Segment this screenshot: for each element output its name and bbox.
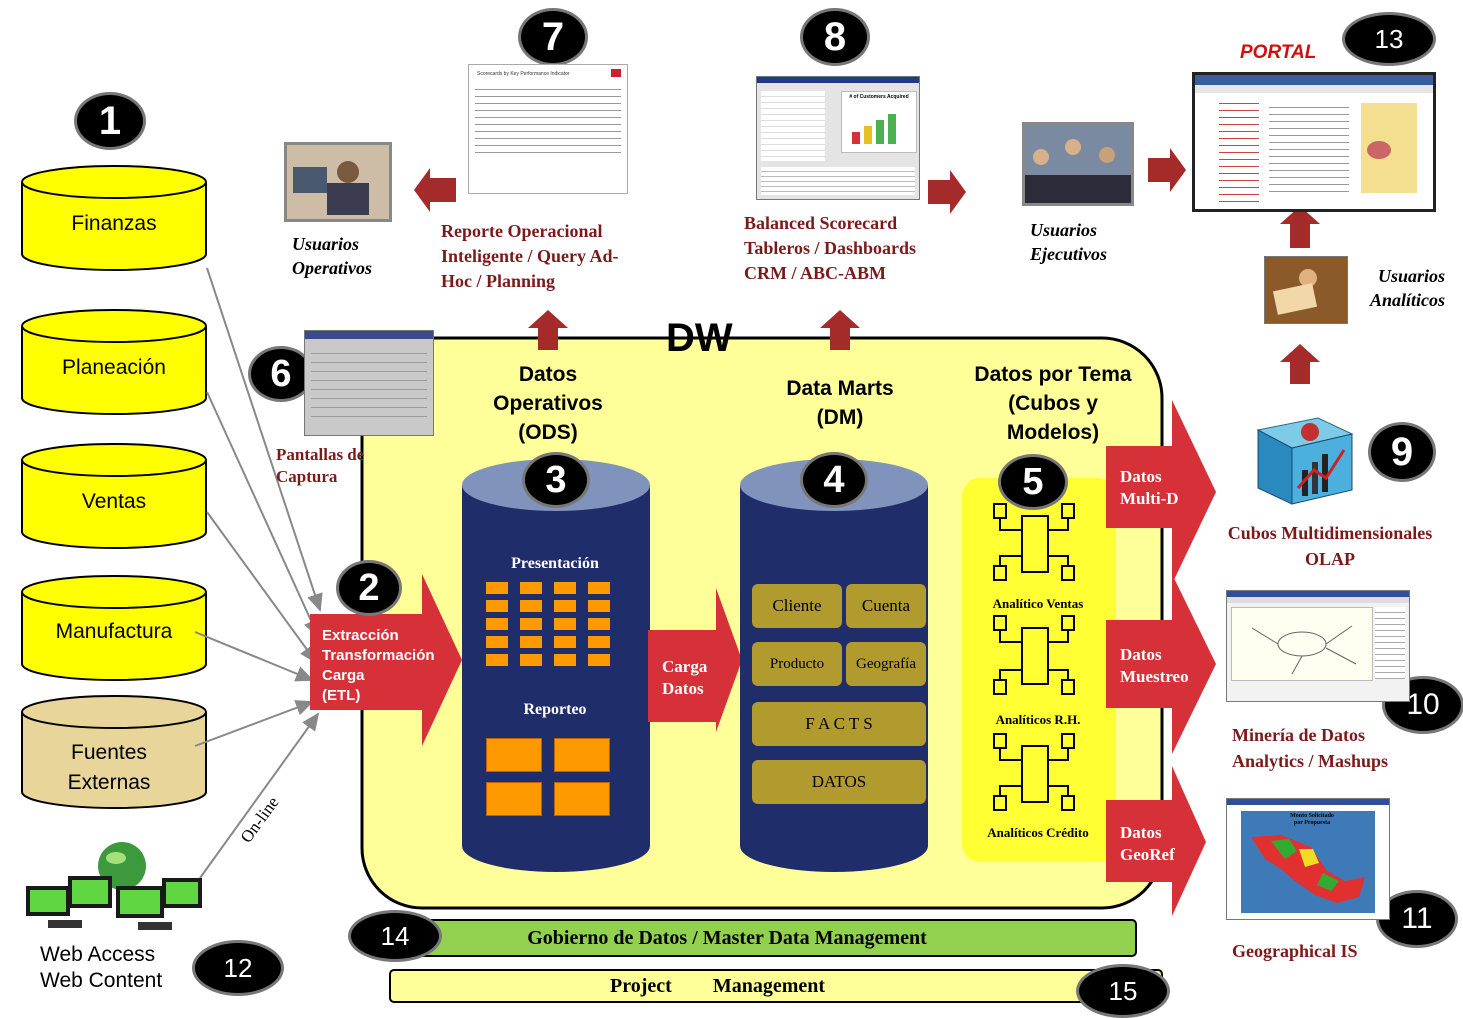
output-label-multid: Datos Multi-D — [1120, 467, 1179, 508]
source-label-externas: Fuentes Externas — [67, 741, 151, 794]
operativos-photo — [284, 142, 392, 222]
etl-label: Extracción Transformación Carga (ETL) — [322, 627, 435, 704]
source-cylinder-externas — [21, 695, 207, 809]
source-cylinder-ventas — [21, 443, 207, 549]
dm-header: Data Marts (DM) — [786, 377, 894, 429]
step-badge-12: 12 — [192, 940, 284, 996]
dm-box-producto: Producto — [752, 642, 842, 686]
cube-item-rh: Analíticos R.H. — [995, 712, 1081, 727]
arrow-up-report — [528, 310, 568, 350]
source-label-planeacion: Planeación — [62, 356, 166, 379]
step-badge-5: 5 — [998, 454, 1068, 510]
step-badge-8: 8 — [800, 8, 870, 66]
capture-label: Pantallas de Captura — [276, 445, 365, 486]
source-label-manufactura: Manufactura — [55, 620, 173, 643]
ejecutivos-label: Usuarios Ejecutivos — [1030, 220, 1107, 264]
ods-reporteo-grid — [486, 738, 614, 816]
step-badge-1: 1 — [74, 92, 146, 150]
portal-screenshot — [1192, 72, 1436, 212]
cube-item-credito: Analíticos Crédito — [987, 825, 1089, 840]
cubes-panel — [962, 478, 1116, 862]
dm-box-cuenta: Cuenta — [846, 584, 926, 628]
analiticos-label: Usuarios Analíticos — [1370, 266, 1446, 310]
ods-presentation-grid — [486, 582, 616, 678]
dm-box-geografia: Geografía — [846, 642, 926, 686]
source-cylinder-planeacion — [21, 309, 207, 415]
output-label-muestreo: Datos Muestreo — [1120, 645, 1189, 686]
arrow-up-analiticos — [1280, 344, 1320, 384]
cubes-header: Datos por Tema (Cubos y Modelos) — [974, 363, 1132, 444]
web-access-illustration — [18, 828, 208, 938]
mining-label: Minería de Datos Analytics / Mashups — [1232, 725, 1389, 771]
capture-screen-thumbnail — [304, 330, 434, 436]
etl-arrow — [310, 574, 462, 746]
step-badge-2: 2 — [336, 560, 402, 616]
project-label-a: Project — [610, 975, 672, 997]
output-arrow-muestreo — [1106, 574, 1216, 754]
carga-label: Carga Datos — [662, 657, 708, 698]
cube-item-ventas: Analítico Ventas — [992, 596, 1084, 611]
portal-title: PORTAL — [1240, 42, 1317, 63]
arrow-up-bsc — [820, 310, 860, 350]
output-arrow-georef — [1106, 766, 1206, 916]
dm-box-datos: DATOS — [752, 760, 926, 804]
step-badge-13: 13 — [1342, 12, 1436, 66]
carga-arrow — [648, 588, 742, 732]
olap-label: Cubos Multidimensionales OLAP — [1227, 523, 1433, 569]
step-badge-14: 14 — [348, 910, 442, 962]
olap-cube-icon — [1248, 410, 1358, 506]
ejecutivos-photo — [1022, 122, 1134, 206]
step-badge-4: 4 — [800, 452, 868, 508]
ods-header: Datos Operativos (ODS) — [493, 363, 603, 444]
step-badge-3: 3 — [522, 452, 590, 508]
cube-model-icons — [993, 503, 1075, 811]
arrow-up-portal — [1280, 206, 1320, 248]
output-arrow-multid — [1106, 400, 1216, 584]
analiticos-photo — [1264, 256, 1348, 324]
dm-box-facts: F A C T S — [752, 702, 926, 746]
ods-reporteo-label: Reporteo — [523, 701, 587, 718]
dm-box-cliente: Cliente — [752, 584, 842, 628]
step-badge-15: 15 — [1076, 964, 1170, 1018]
step-badge-7: 7 — [518, 8, 588, 66]
operativos-label: Usuarios Operativos — [292, 234, 372, 278]
arrow-to-operativos — [414, 168, 456, 212]
arrow-to-portal — [1148, 148, 1186, 192]
source-cylinder-finanzas — [21, 165, 207, 271]
project-label: Project Management — [610, 975, 825, 998]
source-connectors — [194, 267, 323, 879]
web-access-label: Web Access Web Content — [40, 943, 163, 992]
gis-label: Geographical IS — [1232, 941, 1358, 961]
bsc-label: Balanced Scorecard Tableros / Dashboards… — [744, 213, 917, 283]
source-label-ventas: Ventas — [81, 490, 147, 513]
arrow-to-ejecutivos — [928, 170, 966, 214]
mining-screenshot — [1226, 590, 1410, 702]
source-label-finanzas: Finanzas — [71, 212, 157, 235]
project-label-b: Management — [712, 975, 826, 997]
gis-map-title-2: por Propuesta — [1293, 820, 1331, 826]
bsc-screenshot: # of Customers Acquired — [756, 76, 920, 200]
source-cylinder-manufactura — [21, 575, 207, 681]
gis-map-title-1: Monto Solicitado — [1290, 813, 1334, 819]
report-screenshot: Scorecards by Key Performance Indicator — [468, 64, 628, 194]
governance-label: Gobierno de Datos / Master Data Manageme… — [527, 927, 927, 949]
output-label-georef: Datos GeoRef — [1120, 823, 1175, 864]
step-badge-9: 9 — [1368, 422, 1436, 482]
report-label: Reporte Operacional Inteligente / Query … — [441, 221, 619, 291]
dw-label: DW — [666, 316, 733, 360]
gis-screenshot: Monto Solicitado por Propuesta — [1226, 798, 1390, 920]
ods-presentacion-label: Presentación — [511, 555, 599, 572]
